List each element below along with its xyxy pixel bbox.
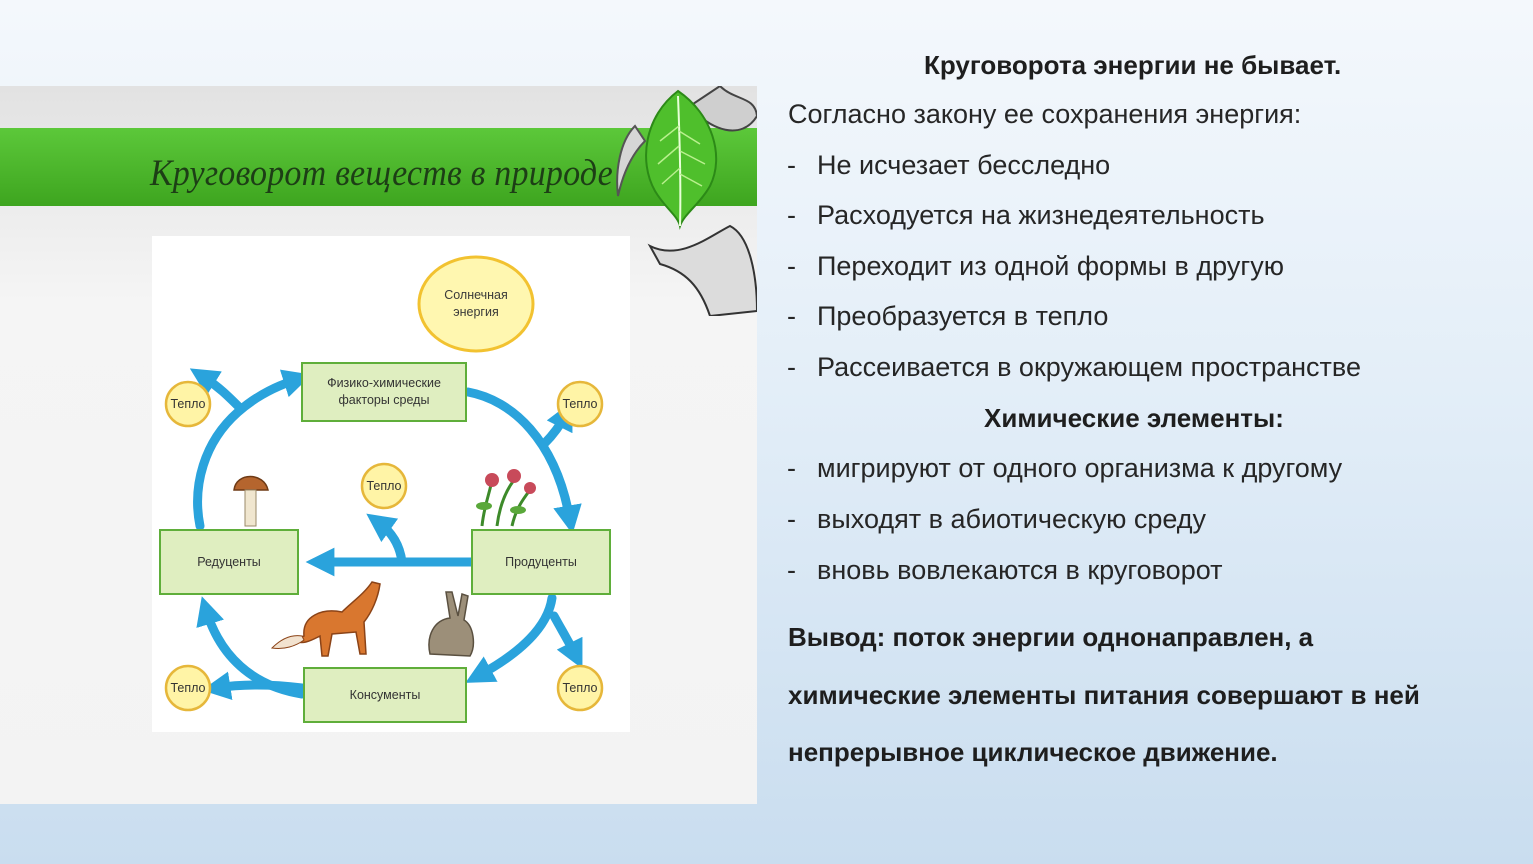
mushroom-stem-icon (244, 489, 257, 527)
arrow-factors-to-producers (463, 387, 582, 535)
energy-item-text: Расходуется на жизнедеятельность (817, 200, 1265, 230)
heat-bottom-right (556, 664, 604, 712)
heat-bottom-left-label: Тепло (170, 681, 205, 695)
energy-heading: Круговорота энергии не бывает. (924, 50, 1342, 80)
list-dash: - (787, 301, 796, 331)
energy-item-text: Преобразуется в тепло (817, 301, 1109, 331)
chem-item-text: вновь вовлекаются в круговорот (817, 555, 1223, 585)
rabbit-icon (428, 591, 475, 657)
sun-label-2: энергия (453, 305, 499, 319)
arrow-reducers-to-factors (193, 369, 312, 531)
mushroom-icon (233, 475, 269, 491)
heat-center (360, 462, 408, 510)
arrow-to-heat-center (366, 513, 407, 567)
heat-bottom-right-label: Тепло (562, 681, 597, 695)
arrow-to-heat-top-left (189, 368, 245, 413)
box-consumers (303, 667, 467, 723)
heat-bottom-left (164, 664, 212, 712)
leaf-small-icon (510, 506, 526, 514)
flower-icon (524, 482, 536, 494)
hands-with-leaf-image (616, 86, 757, 316)
list-dash: - (787, 555, 796, 585)
box-reducers-label: Редуценты (197, 555, 261, 569)
box-environment-factors-label-1: Физико-химические (327, 376, 441, 390)
panel-title: Круговорот веществ в природе (150, 153, 613, 194)
box-reducers (159, 529, 299, 595)
heat-top-right-label: Тепло (562, 397, 597, 411)
chem-item-text: мигрируют от одного организма к другому (817, 453, 1343, 483)
arrow-to-heat-bottom-left (201, 671, 307, 701)
energy-item-text: Переходит из одной формы в другую (817, 251, 1284, 281)
heat-top-left (164, 380, 212, 428)
box-environment-factors-label-2: факторы среды (339, 393, 430, 407)
list-dash: - (787, 504, 796, 534)
box-producers (471, 529, 611, 595)
box-producers-label: Продуценты (505, 555, 577, 569)
sun-icon (417, 255, 535, 353)
list-dash: - (787, 352, 796, 382)
list-dash: - (787, 453, 796, 483)
conclusion-line-1: Вывод: поток энергии однонаправлен, а (788, 622, 1314, 652)
energy-item-text: Не исчезает бесследно (817, 150, 1111, 180)
lower-hand-icon (647, 224, 757, 316)
list-dash: - (787, 150, 796, 180)
conclusion-line-2: химические элементы питания совершают в … (788, 680, 1420, 710)
box-environment-factors (301, 362, 467, 422)
heat-top-right (556, 380, 604, 428)
sun-label-1: Солнечная (444, 288, 508, 302)
arrow-to-heat-bottom-right (549, 611, 583, 669)
list-dash: - (787, 200, 796, 230)
heat-center-label: Тепло (366, 479, 401, 493)
box-consumers-label: Консументы (350, 688, 421, 702)
list-dash: - (787, 251, 796, 281)
fox-tail-icon (270, 635, 305, 649)
text-column: Круговорота энергии не бывает. Согласно … (787, 0, 1517, 864)
cycle-diagram-svg: Солнечная энергия Физико-химические факто… (159, 255, 611, 723)
leaf-small-icon (476, 502, 492, 510)
flower-icon (485, 473, 499, 487)
fox-icon (292, 581, 381, 657)
arrow-producers-to-consumers (465, 593, 557, 683)
chem-heading: Химические элементы: (984, 403, 1284, 433)
heat-top-left-label: Тепло (170, 397, 205, 411)
leaf-icon (645, 89, 718, 230)
energy-intro: Согласно закону ее сохранения энергия: (788, 99, 1302, 129)
cycle-diagram: Солнечная энергия Физико-химические факто… (152, 236, 630, 732)
illustration-panel: Круговорот веществ в природе Солне (0, 86, 757, 804)
flower-icon (507, 469, 521, 483)
conclusion-line-3: непрерывное циклическое движение. (788, 737, 1278, 767)
upper-hand-icon (616, 124, 647, 197)
chem-item-text: выходят в абиотическую среду (817, 504, 1207, 534)
energy-item-text: Рассеивается в окружающем пространстве (817, 352, 1361, 382)
